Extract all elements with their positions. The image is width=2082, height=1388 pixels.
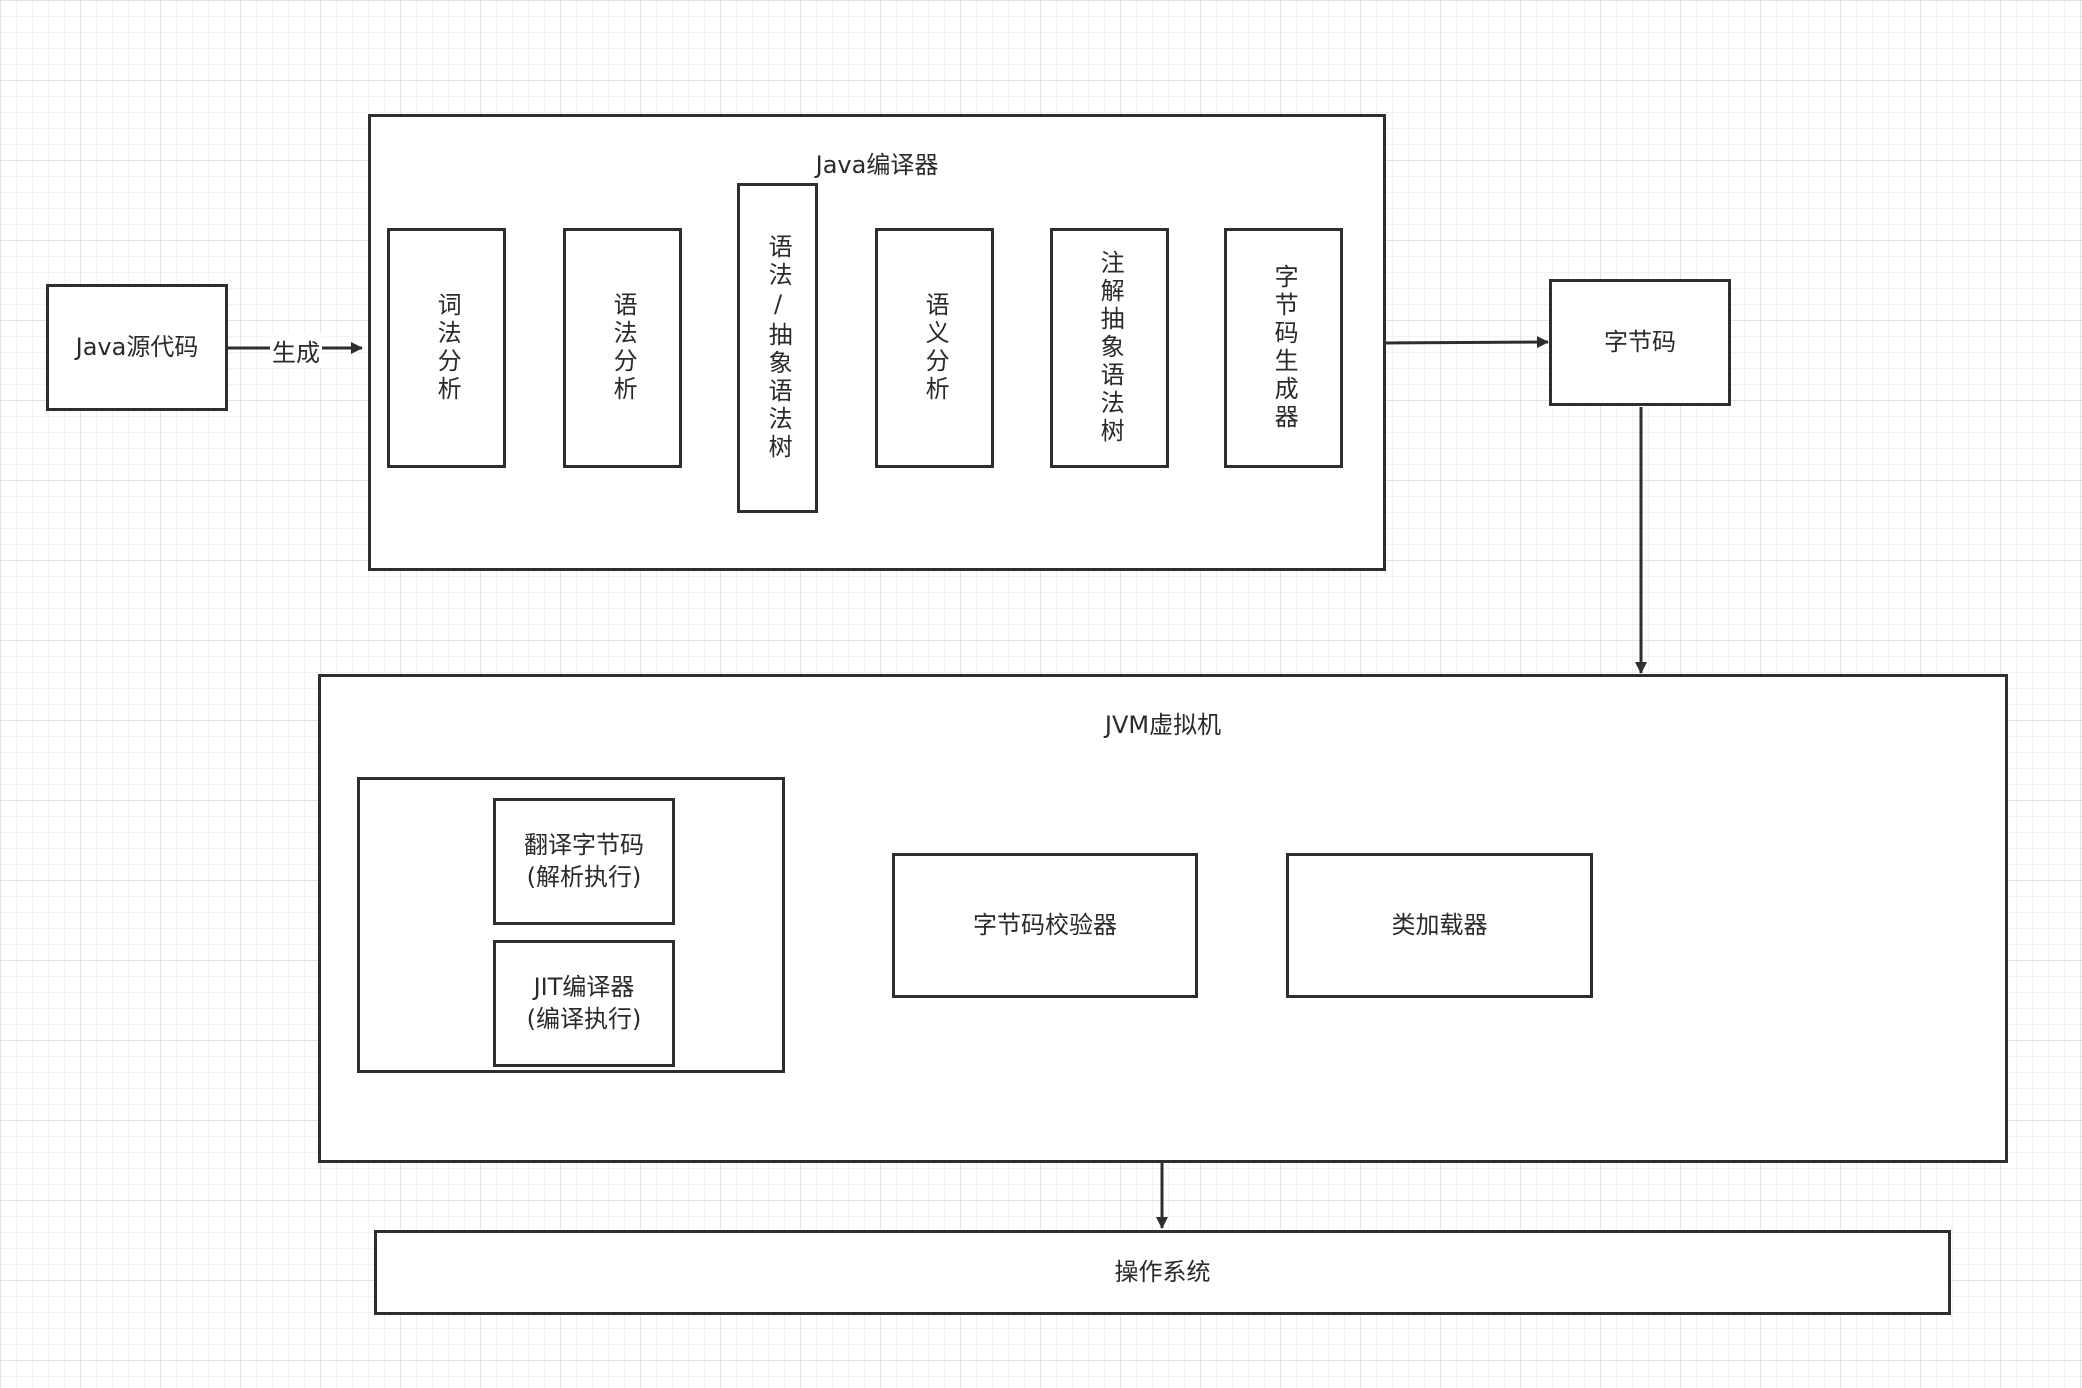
operating-system-label: 操作系统	[1114, 1257, 1211, 1286]
bytecode-box[interactable]: 字节码	[1549, 279, 1731, 406]
stage-syntax-analysis[interactable]: 语法分析	[563, 228, 682, 468]
interpreter-label: 翻译字节码 (解析执行)	[524, 831, 644, 891]
stage-semantic-analysis[interactable]: 语义分析	[875, 228, 994, 468]
operating-system-box[interactable]: 操作系统	[374, 1230, 1951, 1315]
interpreter-box[interactable]: 翻译字节码 (解析执行)	[493, 798, 675, 925]
generate-edge-label: 生成	[270, 333, 322, 368]
stage-lexical-analysis[interactable]: 词法分析	[387, 228, 506, 468]
java-source-box[interactable]: Java源代码	[46, 284, 228, 411]
bytecode-verifier-box[interactable]: 字节码校验器	[892, 853, 1198, 998]
jit-compiler-label: JIT编译器 (编译执行)	[526, 973, 642, 1033]
stage-annotated-syntax-tree-label: 注解抽象语法树	[1096, 250, 1125, 446]
jit-compiler-box[interactable]: JIT编译器 (编译执行)	[493, 940, 675, 1067]
stage-syntax-tree-label: 语法/抽象语法树	[764, 234, 793, 462]
stage-lexical-analysis-label: 词法分析	[433, 292, 462, 404]
stage-semantic-analysis-label: 语义分析	[921, 292, 950, 404]
bytecode-label: 字节码	[1604, 327, 1676, 356]
stage-annotated-syntax-tree[interactable]: 注解抽象语法树	[1050, 228, 1169, 468]
java-source-label: Java源代码	[75, 332, 199, 361]
arrow-compiler-to-bytecode	[1385, 336, 1549, 349]
class-loader-box[interactable]: 类加载器	[1286, 853, 1593, 998]
stage-bytecode-generator[interactable]: 字节码生成器	[1224, 228, 1343, 468]
stage-bytecode-generator-label: 字节码生成器	[1270, 264, 1299, 432]
jvm-title: JVM虚拟机	[1104, 711, 1222, 739]
bytecode-verifier-label: 字节码校验器	[973, 910, 1117, 939]
stage-syntax-tree[interactable]: 语法/抽象语法树	[737, 183, 818, 513]
class-loader-label: 类加载器	[1391, 910, 1488, 939]
java-compiler-title: Java编译器	[815, 151, 939, 179]
stage-syntax-analysis-label: 语法分析	[609, 292, 638, 404]
